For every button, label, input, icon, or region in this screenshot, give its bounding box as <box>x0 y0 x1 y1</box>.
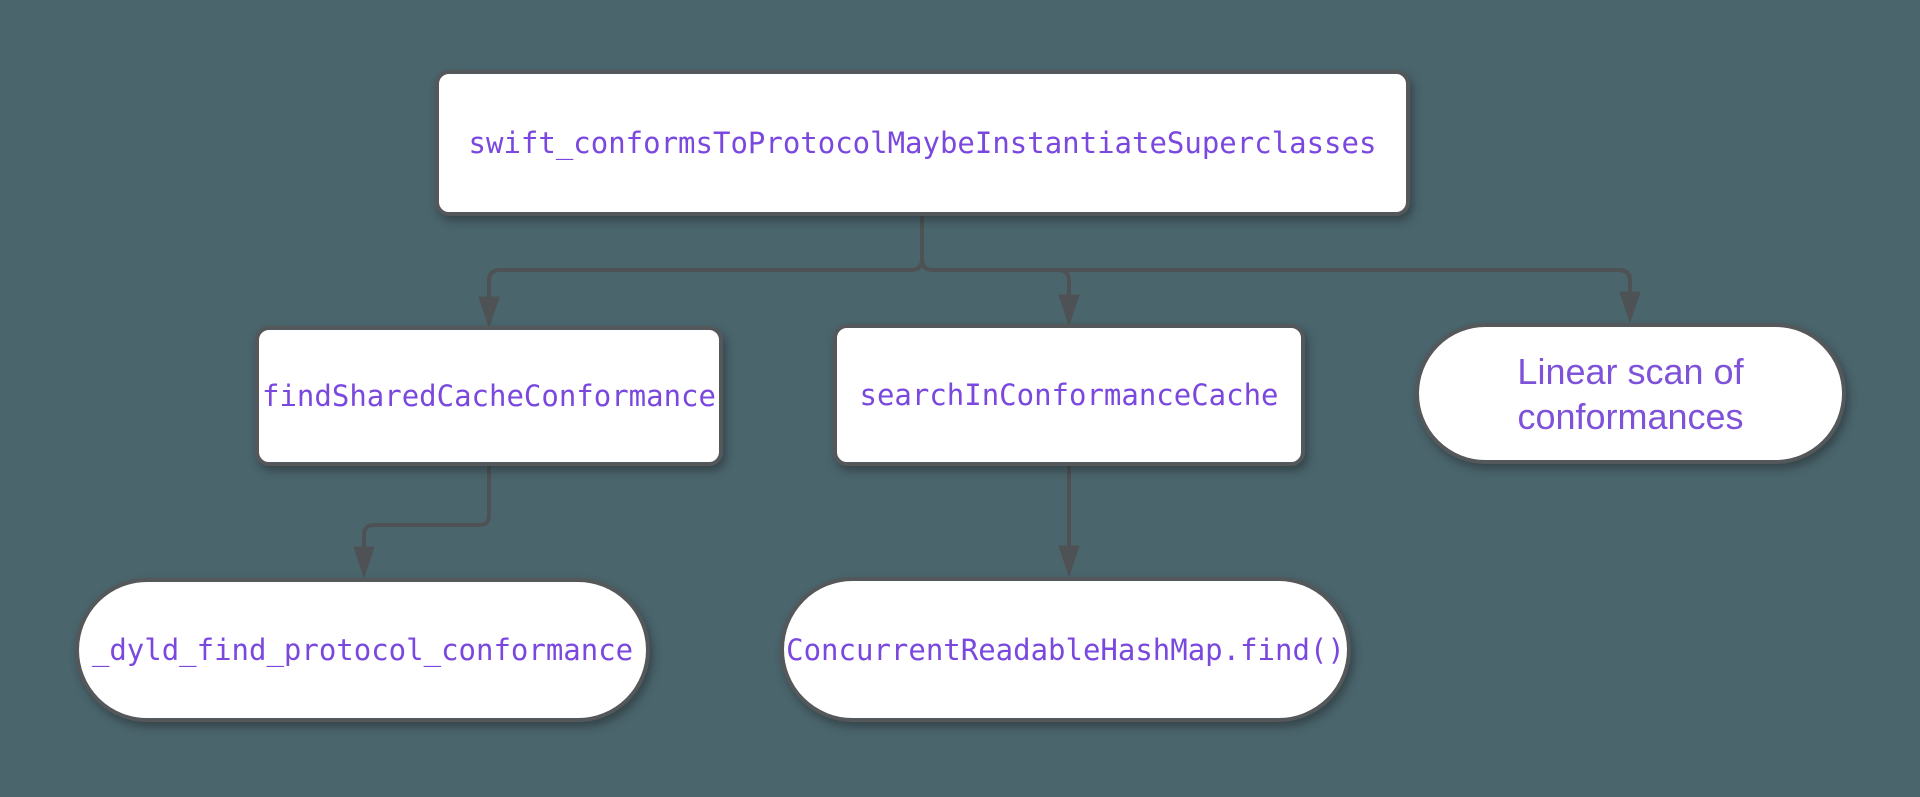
arrowhead-dyldfind <box>353 546 375 578</box>
node-linear-scan-of-conformances: Linear scan of conformances <box>1415 323 1846 464</box>
node-label: findSharedCacheConformance <box>262 379 716 413</box>
edge-root-to-findshared <box>487 216 924 299</box>
node-label: searchInConformanceCache <box>859 378 1279 412</box>
edge-root-to-linearscan <box>933 268 1632 294</box>
node-label: ConcurrentReadableHashMap.find() <box>786 632 1345 667</box>
arrowhead-hashmapfind <box>1058 545 1080 577</box>
edge-root-to-searchin <box>920 216 1071 297</box>
node-label: swift_conformsToProtocolMaybeInstantiate… <box>468 126 1377 160</box>
arrowhead-searchin <box>1058 294 1080 326</box>
arrowhead-findshared <box>478 296 500 328</box>
arrowhead-linearscan <box>1619 291 1641 323</box>
node-dyld-find-protocol-conformance: _dyld_find_protocol_conformance <box>75 578 650 722</box>
node-label: Linear scan of conformances <box>1517 350 1744 437</box>
node-find-shared-cache-conformance: findSharedCacheConformance <box>255 326 723 466</box>
edge-findshared-to-dyldfind <box>362 466 491 549</box>
node-concurrent-readable-hashmap-find: ConcurrentReadableHashMap.find() <box>780 577 1351 722</box>
node-search-in-conformance-cache: searchInConformanceCache <box>833 324 1305 466</box>
node-swift-conforms-to-protocol: swift_conformsToProtocolMaybeInstantiate… <box>435 70 1410 216</box>
node-label: _dyld_find_protocol_conformance <box>91 633 634 667</box>
